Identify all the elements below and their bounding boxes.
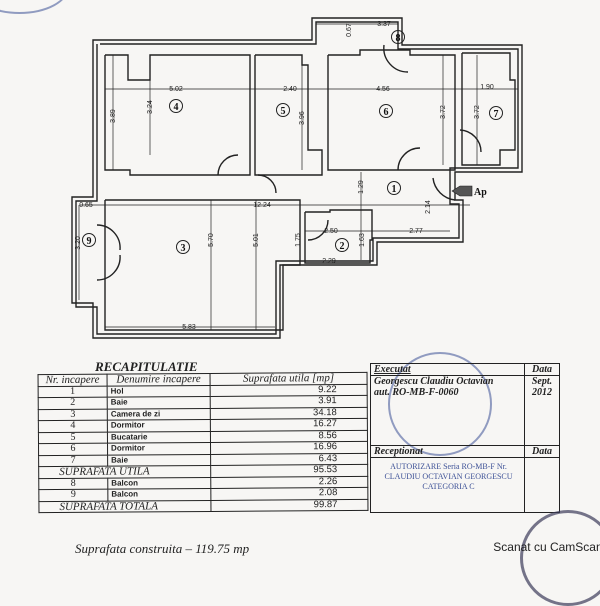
room-nr: 3: [38, 409, 108, 421]
executant-box: Executat Data Georgescu Claudiu Octavian…: [370, 363, 560, 513]
dimension-label: 1.29: [358, 180, 365, 194]
dimension-label: 3.20: [75, 236, 82, 250]
room-nr: 7: [38, 455, 108, 467]
dimension-label: 2.14: [425, 200, 432, 214]
floor-plan: Ap 4 5 6 7 8 1 2 3 9 5.02 2.40 4.56 1.90…: [71, 17, 523, 339]
stamp-text: AUTORIZARE Seria RO-MB-F Nr. CLAUDIU OCT…: [384, 462, 513, 491]
room-2-wall: [304, 209, 373, 264]
door-room-7: [459, 129, 482, 153]
room-number: 3: [181, 243, 186, 254]
dimension-label: 12.24: [253, 202, 271, 209]
room-nr: 4: [38, 420, 108, 433]
door-room-8: [383, 44, 409, 73]
data-label-2: Data: [524, 445, 560, 458]
dimension-label: 1.75: [295, 233, 302, 247]
dimension-label: 0.65: [79, 202, 93, 209]
dimension-label: 3.89: [110, 109, 117, 123]
entrance-label: Ap: [474, 187, 487, 198]
room-number: 5: [281, 106, 286, 117]
room-nr: 9: [38, 489, 108, 502]
room-name: Balcon: [107, 476, 211, 490]
recap-title: RECAPITULATIE: [95, 359, 198, 374]
room-7-wall: [461, 52, 516, 166]
data-label: Data: [524, 363, 560, 376]
suprafata-totala-row-label: SUPRAFATA TOTALA: [38, 499, 211, 513]
dimension-label: 5.70: [208, 233, 215, 247]
dimension-label: 2.77: [409, 228, 423, 235]
room-name: Bucatarie: [107, 430, 211, 444]
door-room-5: [257, 174, 277, 194]
room-name: Dormitor: [107, 419, 211, 432]
room-name: Hol: [107, 384, 211, 398]
camscanner-watermark: Scanat cu CamScanner: [493, 540, 600, 554]
dimension-label: 2.50: [324, 228, 338, 235]
door-room-9b: [96, 254, 121, 281]
room-5-wall: [254, 54, 323, 176]
entrance-arrow-icon: [451, 185, 473, 197]
dimension-label: 0.67: [346, 23, 353, 37]
door-room-6: [397, 147, 421, 171]
room-number: 4: [174, 102, 179, 113]
room-name: Balcon: [107, 488, 211, 501]
room-number: 8: [396, 33, 401, 44]
room-name: Dormitor: [107, 442, 211, 455]
room-name: Camera de zi: [107, 407, 211, 421]
stamp-bottom-right: [520, 510, 600, 606]
dimension-label: 2.40: [283, 86, 297, 93]
room-nr: 6: [38, 443, 108, 456]
door-room-2: [307, 219, 329, 241]
dimension-label: 3.96: [299, 111, 306, 125]
header-nr: Nr. incapere: [38, 374, 108, 386]
suprafata-totala-row-value: 99.87: [210, 499, 368, 512]
room-nr: 5: [38, 432, 108, 444]
recap-table: Nr. incapere Denumire incapere Suprafata…: [38, 372, 369, 513]
receptionat-cell: [370, 457, 525, 513]
receptionat-date-cell: [524, 457, 560, 513]
executant-authorization: aut. RO-MB-F-0060: [374, 387, 459, 398]
dimension-label: 5.01: [253, 233, 260, 247]
room-nr: 2: [38, 397, 108, 410]
room-number: 2: [340, 241, 345, 252]
constructed-area: Suprafata construita – 119.75 mp: [75, 541, 250, 556]
dimension-label: 2.29: [322, 258, 336, 265]
room-number: 6: [384, 107, 389, 118]
door-entrance: [432, 177, 456, 201]
door-room-4: [217, 154, 239, 176]
room-3-wall: [104, 199, 301, 331]
room-number: 1: [392, 184, 397, 195]
room-number: 7: [494, 109, 499, 120]
dimension-label: 5.02: [169, 86, 183, 93]
dimension-label: 1.90: [480, 84, 494, 91]
room-nr: 1: [38, 386, 108, 398]
room-nr: 8: [38, 478, 108, 490]
room-name: Baie: [107, 453, 211, 467]
room-number: 9: [87, 236, 92, 247]
dimension-label: 3.72: [474, 105, 481, 119]
room-number-circles: [82, 30, 503, 254]
inner-wall: [75, 21, 519, 335]
room-4-wall: [104, 54, 251, 176]
dimension-label: 3.24: [147, 100, 154, 114]
execution-date: Sept. 2012: [524, 375, 560, 446]
dimension-label: 4.56: [376, 86, 390, 93]
executant-info: Georgescu Claudiu Octavian aut. RO-MB-F-…: [370, 375, 525, 446]
executant-name: Georgescu Claudiu Octavian: [374, 376, 494, 387]
dimension-label: 1.63: [359, 233, 366, 247]
receptionat-label: Receptionat: [370, 445, 525, 458]
header-name: Denumire incapere: [107, 373, 211, 386]
room-6-wall: [327, 49, 456, 171]
dimension-label: 5.83: [182, 324, 196, 331]
door-room-9a: [96, 224, 121, 251]
room-name: Baie: [107, 396, 211, 409]
dimension-label: 3.72: [440, 105, 447, 119]
dimension-label: 3.37: [377, 21, 391, 28]
dimension-lines: [78, 23, 518, 330]
executat-label: Executat: [370, 363, 525, 376]
